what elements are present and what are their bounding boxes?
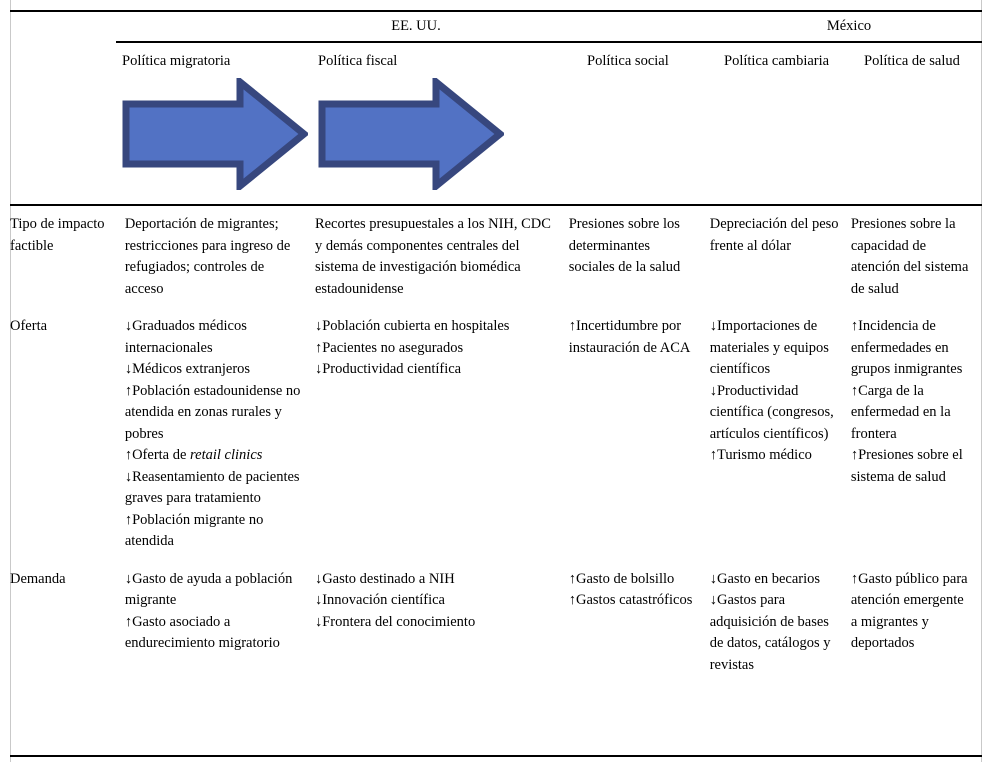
group-header-mexico: México <box>826 18 872 34</box>
table-body: Tipo de impacto factible Deportación de … <box>10 206 982 684</box>
cell-line: ↑Carga de la enfermedad en la frontera <box>850 382 951 442</box>
table-row: Tipo de impacto factible Deportación de … <box>10 206 982 308</box>
cell-line: ↓Gastos para adquisición de bases de dat… <box>709 592 831 673</box>
cell-line: ↓Productividad científica <box>314 361 462 377</box>
cell-line: ↓Productividad científica (congresos, ar… <box>709 382 834 442</box>
cell-politica-de-salud: ↑Incidencia de enfermedades en grupos in… <box>851 308 982 561</box>
cell-line: ↑Oferta de retail clinics <box>124 447 263 463</box>
cell-politica-social: ↑Gasto de bolsillo ↑Gastos catastróficos <box>569 561 710 685</box>
cell-line: ↑Turismo médico <box>709 447 812 463</box>
cell-line: ↑Pacientes no asegurados <box>314 339 464 356</box>
cell-line: ↓Importaciones de materiales y equipos c… <box>709 318 829 377</box>
column-header-politica-social: Política social <box>587 53 669 69</box>
cell-line: ↓Gasto destinado a NIH <box>314 570 455 587</box>
impact-table: Tipo de impacto factible Deportación de … <box>10 206 982 684</box>
cell-line: ↑Gasto de bolsillo <box>568 570 675 587</box>
cell-politica-migratoria: Deportación de migrantes; restricciones … <box>125 206 315 308</box>
cell-line: ↑Gasto asociado a endurecimiento migrato… <box>124 613 280 652</box>
row-label-cell: Tipo de impacto factible <box>10 206 125 308</box>
cell-politica-cambiaria: ↓Importaciones de materiales y equipos c… <box>710 308 851 561</box>
cell-line: ↓Frontera del conocimiento <box>314 613 476 630</box>
table-row: Demanda ↓Gasto de ayuda a población migr… <box>10 561 982 685</box>
cell-line: Recortes presupuestales a los NIH, CDC y… <box>314 216 551 297</box>
cell-politica-fiscal: Recortes presupuestales a los NIH, CDC y… <box>315 206 569 308</box>
cell-line: ↓Población cubierta en hospitales <box>314 318 510 334</box>
cell-politica-fiscal: ↓Gasto destinado a NIH ↓Innovación cient… <box>315 561 569 685</box>
cell-politica-migratoria: ↓Gasto de ayuda a población migrante ↑Ga… <box>125 561 315 685</box>
cell-politica-cambiaria: Depreciación del peso frente al dólar <box>710 206 851 308</box>
cell-line: ↓Graduados médicos internacionales <box>124 318 247 356</box>
italic-term: retail clinics <box>190 447 263 463</box>
cell-line: ↑Gasto público para atención emergente a… <box>850 570 968 652</box>
table-header-bottom-rule <box>10 204 982 206</box>
table-group-rule <box>116 41 982 43</box>
table-top-rule <box>10 10 982 12</box>
row-label: Tipo de impacto factible <box>10 216 105 254</box>
cell-politica-migratoria: ↓Graduados médicos internacionales ↓Médi… <box>125 308 315 561</box>
cell-line: ↑Incertidumbre por instauración de ACA <box>568 318 691 356</box>
table-bottom-rule <box>10 755 982 757</box>
cell-line: ↑Presiones sobre el sistema de salud <box>850 447 963 485</box>
cell-line: ↓Innovación científica <box>314 592 445 608</box>
column-header-politica-cambiaria: Política cambiaria <box>724 53 830 69</box>
table-row: Oferta ↓Graduados médicos internacionale… <box>10 308 982 561</box>
column-header-politica-migratoria: Política migratoria <box>122 53 231 69</box>
right-arrow-icon <box>318 78 504 190</box>
cell-politica-cambiaria: ↓Gasto en becarios ↓Gastos para adquisic… <box>710 561 851 685</box>
cell-line: ↓Médicos extranjeros <box>124 361 251 377</box>
row-label: Demanda <box>10 570 66 587</box>
cell-line: ↑Gastos catastróficos <box>568 592 693 608</box>
cell-line: ↑Población migrante no atendida <box>124 511 264 550</box>
row-label-cell: Demanda <box>10 561 125 685</box>
row-label: Oferta <box>10 318 48 334</box>
cell-line: ↓Reasentamiento de pacientes graves para… <box>124 468 300 507</box>
cell-line: Presiones sobre los determinantes social… <box>568 216 681 275</box>
column-header-politica-de-salud: Política de salud <box>864 53 960 69</box>
cell-politica-social: ↑Incertidumbre por instauración de ACA <box>569 308 710 561</box>
cell-line: Presiones sobre la capacidad de atención… <box>850 216 969 297</box>
group-header-eeuu: EE. UU. <box>391 18 441 34</box>
column-header-politica-fiscal: Política fiscal <box>318 53 398 69</box>
cell-line: Deportación de migrantes; restricciones … <box>124 216 291 297</box>
cell-line: Depreciación del peso frente al dólar <box>709 216 839 254</box>
row-label-cell: Oferta <box>10 308 125 561</box>
cell-line: ↓Gasto en becarios <box>709 570 821 587</box>
right-arrow-icon <box>122 78 308 190</box>
cell-politica-social: Presiones sobre los determinantes social… <box>569 206 710 308</box>
cell-line: ↑Incidencia de enfermedades en grupos in… <box>850 318 963 377</box>
figure-frame <box>10 0 982 762</box>
cell-politica-de-salud: Presiones sobre la capacidad de atención… <box>851 206 982 308</box>
cell-line: ↑Población estadounidense no atendida en… <box>124 382 301 442</box>
cell-politica-fiscal: ↓Población cubierta en hospitales ↑Pacie… <box>315 308 569 561</box>
cell-politica-de-salud: ↑Gasto público para atención emergente a… <box>851 561 982 685</box>
cell-line: ↓Gasto de ayuda a población migrante <box>124 570 293 609</box>
